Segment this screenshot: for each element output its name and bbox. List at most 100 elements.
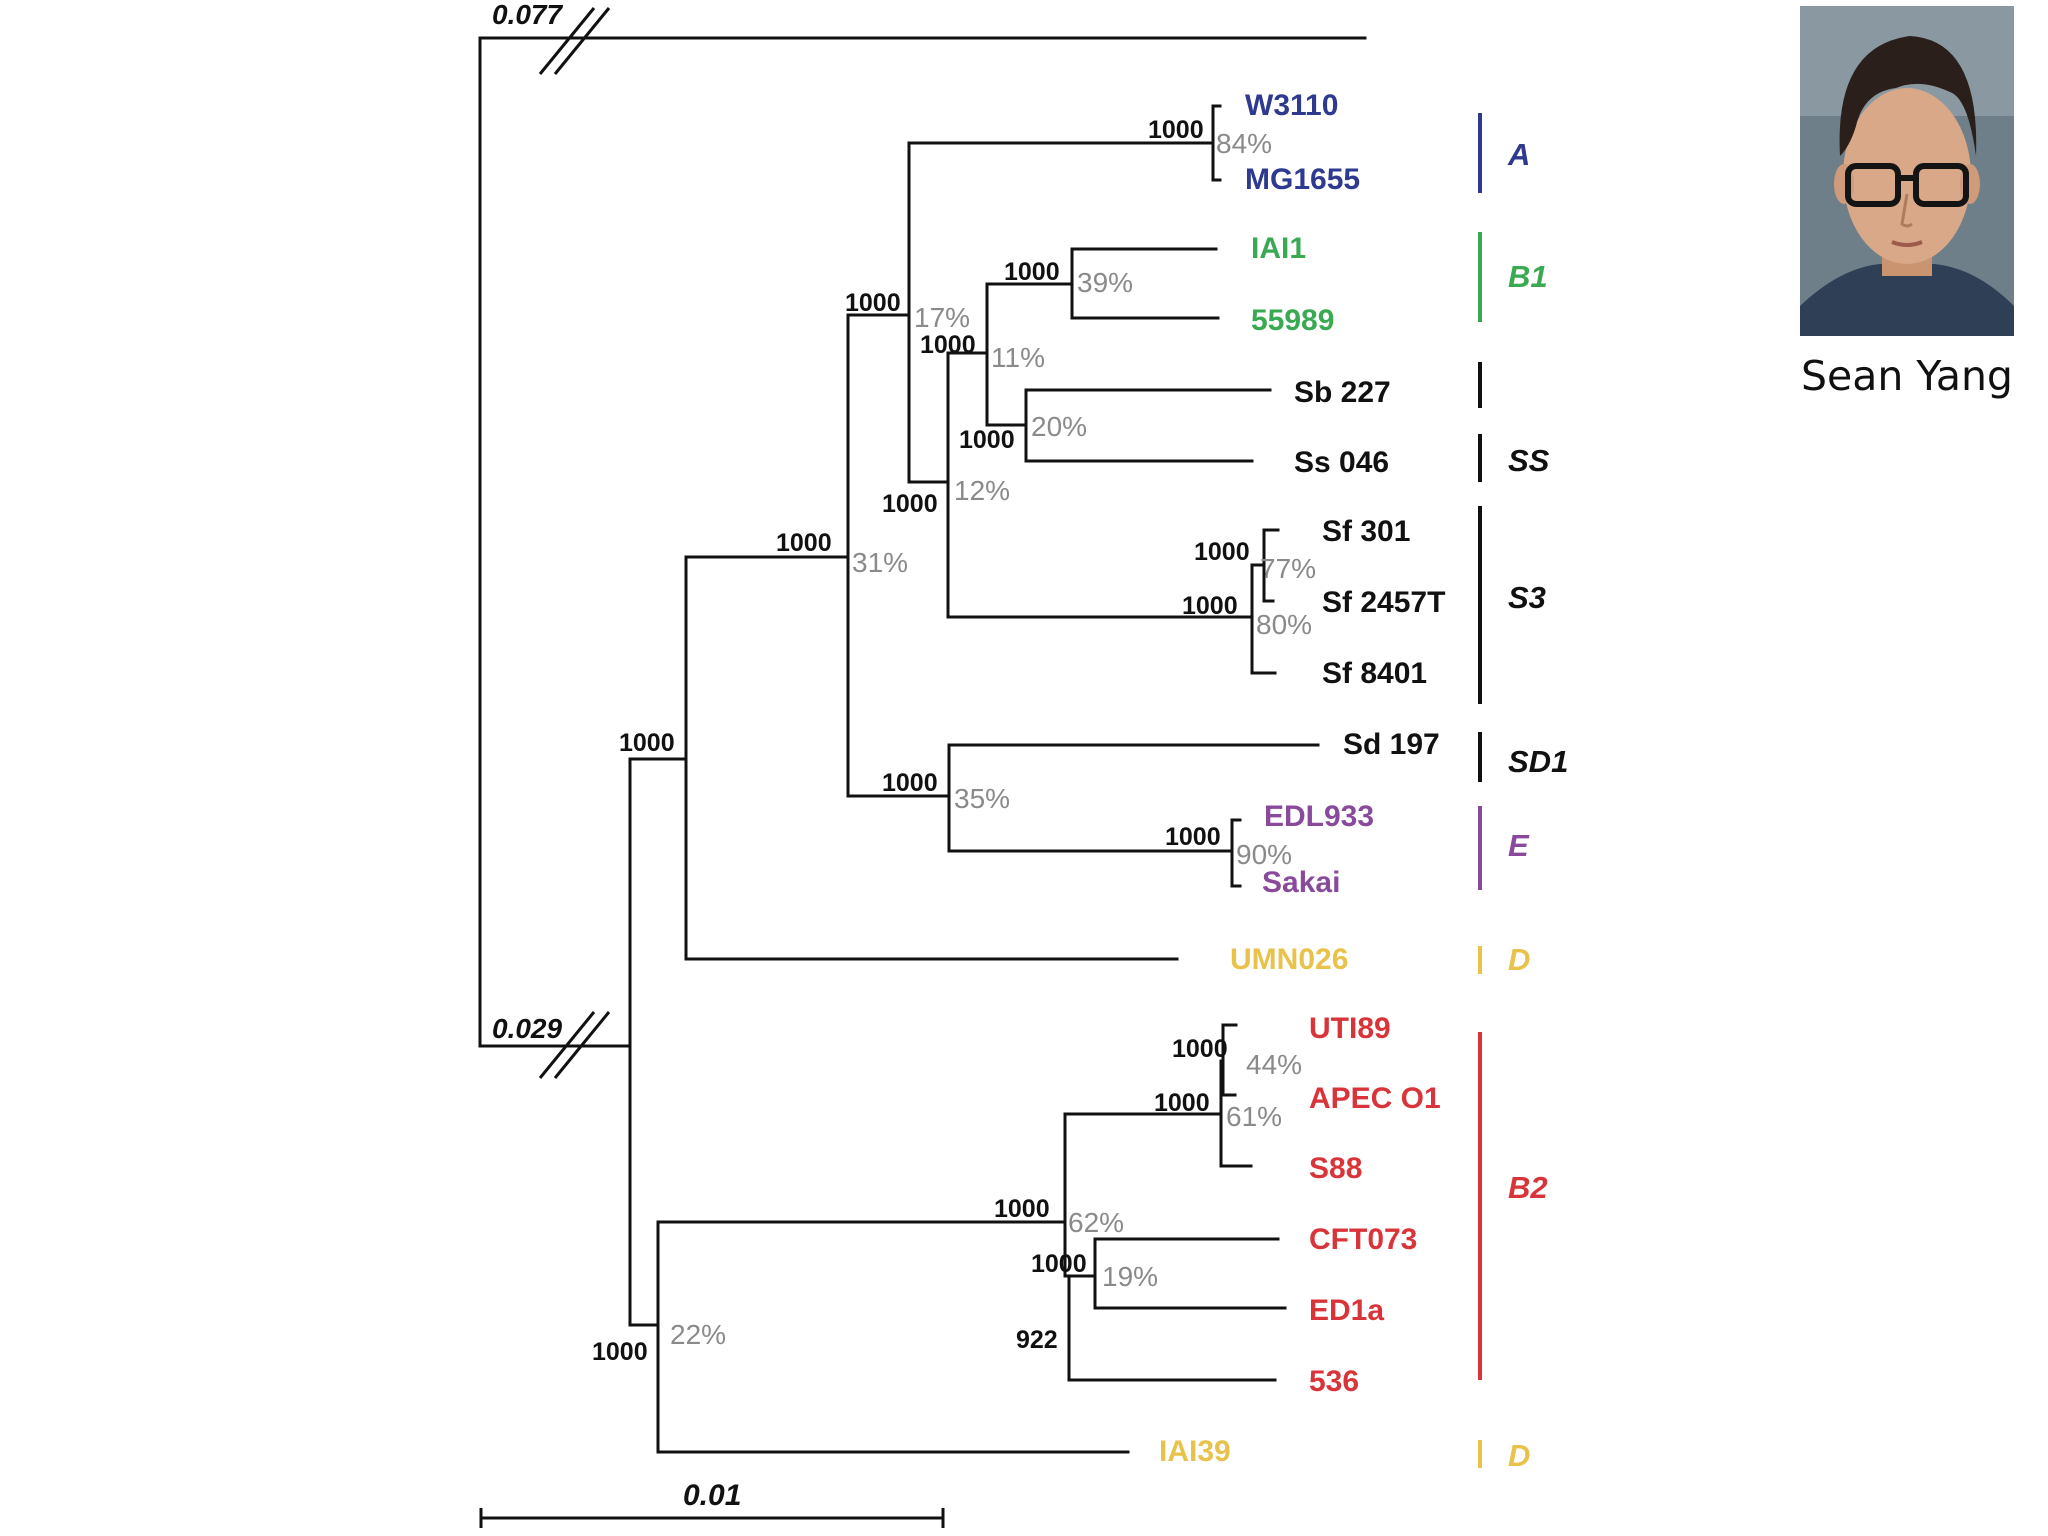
break-label-upper: 0.077	[492, 0, 563, 30]
percent-value: 31%	[852, 547, 908, 578]
branch	[1024, 388, 1272, 463]
branch	[656, 1220, 1130, 1454]
taxon-labels: W3110 MG1655 IAI1 55989 Sb 227 Ss 046 Sf…	[1159, 89, 1445, 1468]
hair	[1839, 36, 1977, 156]
scale-bar-line	[479, 1508, 945, 1528]
taxon-label: CFT073	[1309, 1223, 1417, 1256]
taxon-label: EDL933	[1264, 800, 1374, 833]
tree-branches	[478, 36, 1367, 1454]
shirt	[1800, 264, 2014, 336]
taxon-label: Ss 046	[1294, 446, 1389, 479]
taxon-label: Sd 197	[1343, 728, 1440, 761]
percent-value: 77%	[1260, 553, 1316, 584]
portrait-photo	[1800, 6, 2014, 336]
group-labels: A B1 SS S3 SD1 E D B2 D	[1507, 137, 1568, 1473]
break-mark	[538, 1011, 611, 1079]
group-label: E	[1508, 828, 1530, 863]
group-label: SS	[1508, 443, 1550, 478]
branch	[1221, 1023, 1238, 1097]
taxon-label: MG1655	[1245, 163, 1360, 196]
bootstrap-value: 1000	[619, 729, 675, 757]
percent-value: 20%	[1031, 411, 1087, 442]
bootstrap-value: 1000	[920, 331, 976, 359]
branch	[946, 351, 1254, 619]
group-label: S3	[1508, 580, 1546, 615]
percent-value: 12%	[954, 475, 1010, 506]
bootstrap-value: 1000	[776, 529, 832, 557]
branch	[907, 141, 1215, 484]
branch	[1093, 1237, 1287, 1310]
bootstrap-value: 1000	[592, 1338, 648, 1366]
percent-value: 19%	[1102, 1261, 1158, 1292]
taxon-label: Sakai	[1262, 866, 1340, 899]
taxon-label: UMN026	[1230, 943, 1348, 976]
bootstrap-value: 1000	[1031, 1250, 1087, 1278]
branch	[985, 282, 1074, 427]
taxon-label: S88	[1309, 1152, 1362, 1185]
group-label: B1	[1508, 259, 1548, 294]
taxon-label: 536	[1309, 1365, 1359, 1398]
branch	[1067, 1274, 1277, 1382]
bootstrap-value: 1000	[1154, 1089, 1210, 1117]
percent-value: 80%	[1256, 609, 1312, 640]
bootstrap-value: 1000	[1182, 592, 1238, 620]
portrait-caption: Sean Yang	[1801, 352, 2013, 400]
bootstrap-value: 1000	[1165, 823, 1221, 851]
taxon-label: 55989	[1251, 304, 1334, 337]
branch	[478, 36, 1367, 1048]
taxon-label: APEC O1	[1309, 1082, 1441, 1115]
bootstrap-value: 1000	[882, 769, 938, 797]
branch	[1250, 563, 1277, 675]
branch	[1063, 1112, 1223, 1278]
scale-bar-label: 0.01	[683, 1479, 741, 1512]
percent-values: 84% 39% 17% 11% 20% 12% 31% 77% 80% 35% …	[670, 128, 1316, 1350]
group-label: SD1	[1508, 744, 1568, 779]
percent-value: 22%	[670, 1319, 726, 1350]
branch	[1262, 528, 1280, 603]
branch	[684, 555, 1179, 961]
branch	[1211, 104, 1222, 182]
percent-value: 11%	[991, 342, 1045, 373]
branch	[846, 313, 951, 798]
bootstrap-values: 1000 1000 1000 1000 1000 1000 1000 1000 …	[592, 116, 1250, 1366]
group-label: D	[1508, 942, 1530, 977]
bootstrap-value: 1000	[994, 1195, 1050, 1223]
bootstrap-value: 1000	[1194, 538, 1250, 566]
taxon-label: Sb 227	[1294, 376, 1391, 409]
taxon-label: Sf 301	[1322, 515, 1410, 548]
bootstrap-value: 1000	[845, 289, 901, 317]
bootstrap-value: 1000	[1004, 258, 1060, 286]
taxon-label: UTI89	[1309, 1012, 1391, 1045]
percent-value: 35%	[954, 783, 1010, 814]
percent-value: 62%	[1068, 1207, 1124, 1238]
percent-value: 39%	[1077, 267, 1133, 298]
branch	[947, 743, 1320, 853]
percent-value: 61%	[1226, 1101, 1282, 1132]
break-marks	[538, 7, 611, 1079]
break-label-lower: 0.029	[492, 1013, 562, 1044]
percent-value: 84%	[1216, 128, 1272, 159]
group-label: A	[1507, 137, 1530, 172]
scale-bar	[479, 1508, 945, 1528]
bootstrap-value: 922	[1016, 1326, 1058, 1354]
group-label: B2	[1508, 1170, 1548, 1205]
taxon-label: IAI39	[1159, 1435, 1231, 1468]
percent-value: 17%	[914, 302, 970, 333]
taxon-label: Sf 2457T	[1322, 586, 1445, 619]
nose	[1900, 193, 1913, 228]
bootstrap-value: 1000	[959, 426, 1015, 454]
break-mark	[538, 7, 611, 75]
taxon-label: W3110	[1245, 89, 1338, 122]
bootstrap-value: 1000	[882, 490, 938, 518]
bootstrap-value: 1000	[1172, 1035, 1228, 1063]
mouth	[1891, 240, 1923, 247]
branch	[1070, 247, 1220, 320]
branch	[1230, 818, 1242, 888]
taxon-label: ED1a	[1309, 1294, 1384, 1327]
branch	[628, 757, 688, 1327]
glasses-icon	[1845, 163, 1969, 207]
bootstrap-value: 1000	[1148, 116, 1204, 144]
taxon-label: IAI1	[1251, 232, 1306, 265]
group-label: D	[1508, 1438, 1530, 1473]
